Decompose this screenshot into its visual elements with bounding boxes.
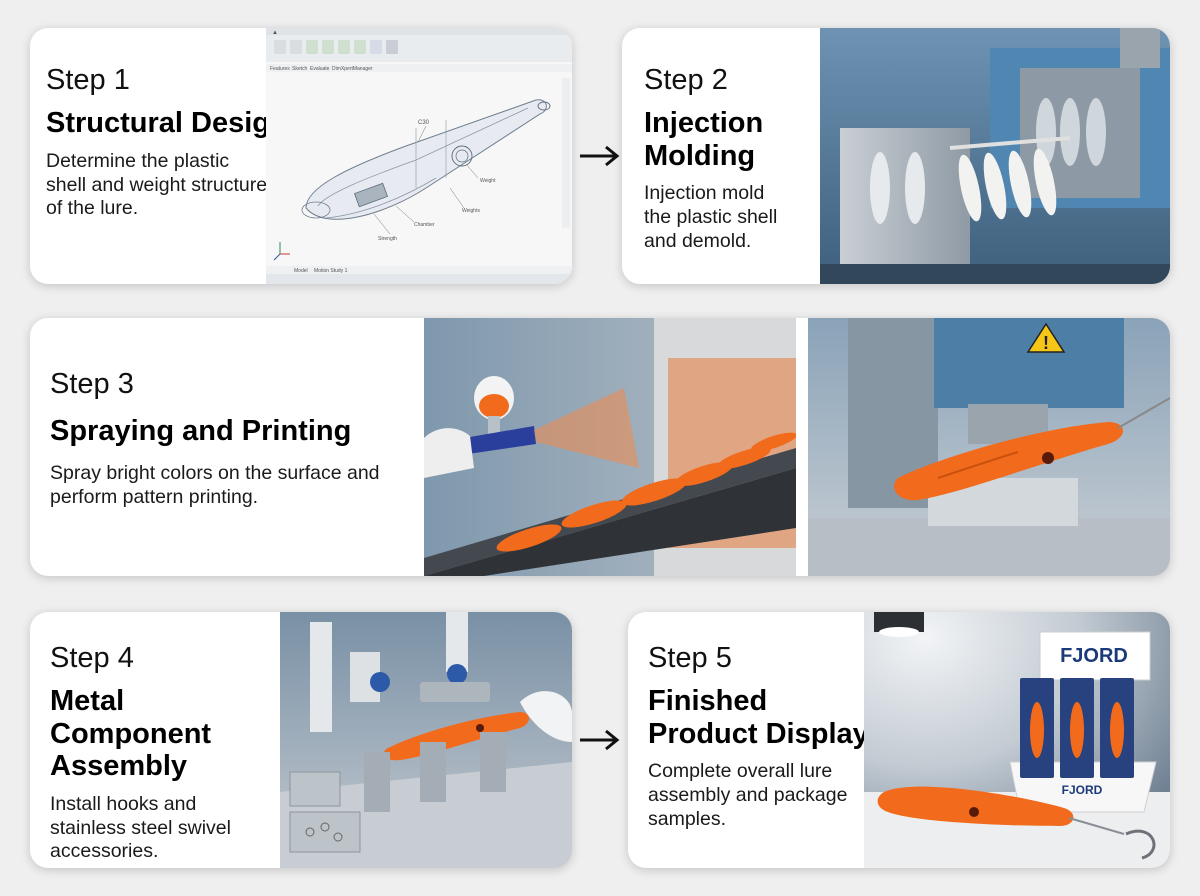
callout-strength: Strength [378, 236, 397, 242]
step-4-title: Metal Component Assembly [50, 685, 212, 783]
cad-bottom-tab-motion[interactable]: Motion Study 1 [314, 268, 348, 274]
product-display-photo: FJORD FJORD [864, 612, 1170, 868]
step-5-description: Complete overall lure assembly and packa… [648, 760, 848, 830]
cad-bottom-tab-model[interactable]: Model [294, 268, 308, 274]
callout-weights: Weights [462, 208, 480, 214]
hook-assembly-photo [280, 612, 572, 868]
printed-orange-lure [894, 422, 1123, 501]
step-1-label: Step 1 [46, 64, 130, 96]
cad-tab-evaluate[interactable]: Evaluate [310, 66, 330, 72]
step-1-text: Step 1 Structural Design Determine the p… [46, 64, 288, 221]
robot-arms [310, 612, 468, 732]
spray-painting-line-photo [424, 318, 796, 576]
step-5-label: Step 5 [648, 642, 732, 674]
callout-weight: Weight [480, 178, 496, 184]
step-2-label: Step 2 [644, 64, 728, 96]
pad-printing-machine-photo: ! [808, 318, 1170, 576]
spray-gun [464, 376, 536, 454]
step-5-text: Step 5 Finished Product Display Complete… [648, 642, 878, 832]
arrow-right-icon [578, 728, 622, 752]
cad-software-window: ▲ Features Sketch Evaluate DimXpertManag… [266, 28, 572, 284]
brand-logo-box: FJORD [1062, 783, 1103, 797]
svg-text:▲: ▲ [272, 30, 278, 36]
step-4-description: Install hooks and stainless steel swivel… [50, 792, 231, 863]
step-1-card: Step 1 Structural Design Determine the p… [30, 28, 572, 284]
step-3-description: Spray bright colors on the surface and p… [50, 461, 380, 508]
step-2-text: Step 2 Injection Molding Injection mold … [644, 64, 834, 254]
finished-orange-lure [877, 786, 1156, 860]
step-1-title: Structural Design [46, 107, 288, 140]
brand-logo-top: FJORD [1060, 645, 1128, 667]
cad-tab-dimxpert[interactable]: DimXpertManager [332, 66, 373, 72]
step-5-card: Step 5 Finished Product Display Complete… [628, 612, 1170, 868]
parts-trays [289, 771, 361, 853]
step-3-card: Step 3 Spraying and Printing Spray brigh… [30, 318, 1170, 576]
cad-tab-features[interactable]: Features [270, 66, 290, 72]
step-4-label: Step 4 [50, 642, 134, 674]
step-3-text: Step 3 Spraying and Printing Spray brigh… [50, 368, 410, 509]
cad-design-screenshot: ▲ Features Sketch Evaluate DimXpertManag… [266, 28, 572, 284]
fjord-display-box: FJORD FJORD [1009, 631, 1157, 813]
step-4-text: Step 4 Metal Component Assembly Install … [50, 642, 280, 864]
cad-tab-sketch[interactable]: Sketch [292, 66, 308, 72]
lure-wireframe-model [301, 99, 551, 220]
callout-chamber: Chamber [414, 222, 435, 228]
svg-text:!: ! [1043, 333, 1049, 353]
warning-triangle-icon: ! [1026, 322, 1066, 353]
cad-callouts: C30 Weight Chamber Strength Weights [373, 120, 496, 242]
step-3-label: Step 3 [50, 368, 134, 400]
cad-toolbar [274, 40, 398, 54]
molded-lure-shells [949, 136, 1071, 222]
callout-c30: C30 [418, 120, 430, 126]
step-3-title: Spraying and Printing [50, 415, 352, 448]
spotlight-lamp [874, 612, 924, 637]
step-1-description: Determine the plastic shell and weight s… [46, 149, 268, 220]
arrow-right-icon [578, 144, 622, 168]
step-2-title: Injection Molding [644, 107, 764, 172]
step-4-card: Step 4 Metal Component Assembly Install … [30, 612, 572, 868]
injection-molding-machine-photo [820, 28, 1170, 284]
step-5-title: Finished Product Display [648, 685, 869, 750]
step-2-card: Step 2 Injection Molding Injection mold … [622, 28, 1170, 284]
axis-triad-icon [273, 242, 290, 261]
step-2-description: Injection mold the plastic shell and dem… [644, 182, 778, 252]
orange-lure-bodies [496, 432, 796, 552]
